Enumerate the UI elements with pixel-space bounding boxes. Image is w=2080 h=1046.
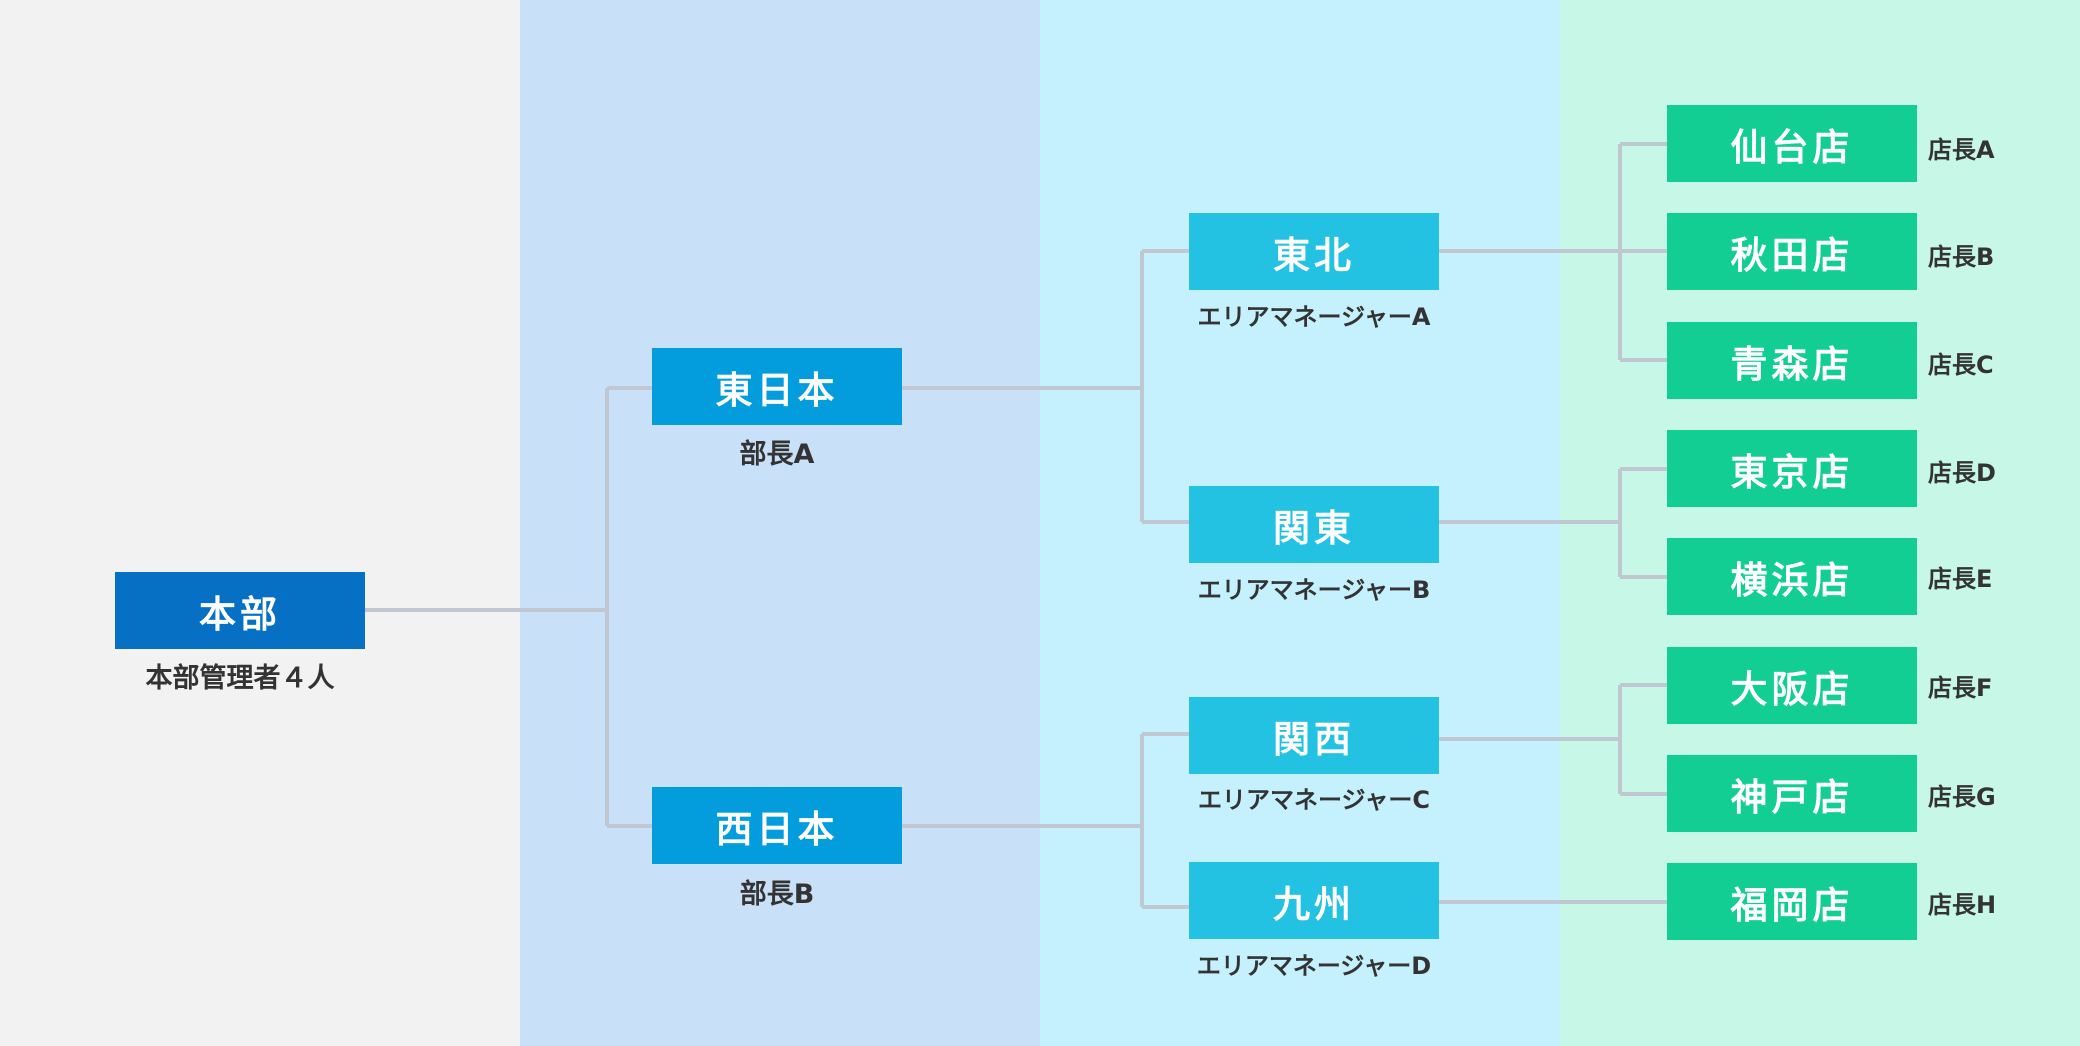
hq-column: [0, 0, 520, 1046]
store-caption-kobe: 店長G: [1928, 783, 1996, 811]
store-node-aomori: 青森店: [1667, 322, 1917, 399]
area-caption-kansai: エリアマネージャーC: [1198, 786, 1430, 814]
area-caption-kyushu: エリアマネージャーD: [1196, 952, 1432, 980]
store-caption-fukuoka: 店長H: [1928, 891, 1997, 919]
area-node-kanto: 関東: [1189, 486, 1439, 563]
connector-hq-regions: [365, 386, 652, 828]
hq-node: 本部: [115, 572, 365, 649]
store-caption-tokyo: 店長D: [1928, 459, 1996, 487]
store-node-akita: 秋田店: [1667, 213, 1917, 290]
store-node-fukuoka: 福岡店: [1667, 863, 1917, 940]
connector-west-areas: [902, 732, 1189, 909]
store-caption-osaka: 店長F: [1928, 674, 1993, 702]
area-node-kansai: 関西: [1189, 697, 1439, 774]
store-caption-sendai: 店長A: [1928, 136, 1995, 164]
connector-kansai-stores: [1439, 683, 1667, 796]
area-caption-tohoku: エリアマネージャーA: [1197, 303, 1431, 331]
hq-caption: 本部管理者４人: [145, 663, 335, 694]
area-node-kyushu: 九州: [1189, 862, 1439, 939]
connector-east-areas: [902, 249, 1189, 524]
region-node-east: 東日本: [652, 348, 902, 425]
region-caption-west: 部長B: [739, 879, 815, 910]
store-caption-yokohama: 店長E: [1928, 565, 1993, 593]
area-node-tohoku: 東北: [1189, 213, 1439, 290]
connector-tohoku-stores: [1439, 142, 1667, 362]
region-node-west: 西日本: [652, 787, 902, 864]
store-node-osaka: 大阪店: [1667, 647, 1917, 724]
store-node-tokyo: 東京店: [1667, 430, 1917, 507]
area-caption-kanto: エリアマネージャーB: [1197, 576, 1431, 604]
store-node-sendai: 仙台店: [1667, 105, 1917, 182]
store-node-kobe: 神戸店: [1667, 755, 1917, 832]
store-caption-akita: 店長B: [1928, 243, 1995, 271]
region-caption-east: 部長A: [739, 439, 815, 470]
store-node-yokohama: 横浜店: [1667, 538, 1917, 615]
store-caption-aomori: 店長C: [1928, 351, 1994, 379]
connector-kanto-stores: [1439, 467, 1667, 579]
